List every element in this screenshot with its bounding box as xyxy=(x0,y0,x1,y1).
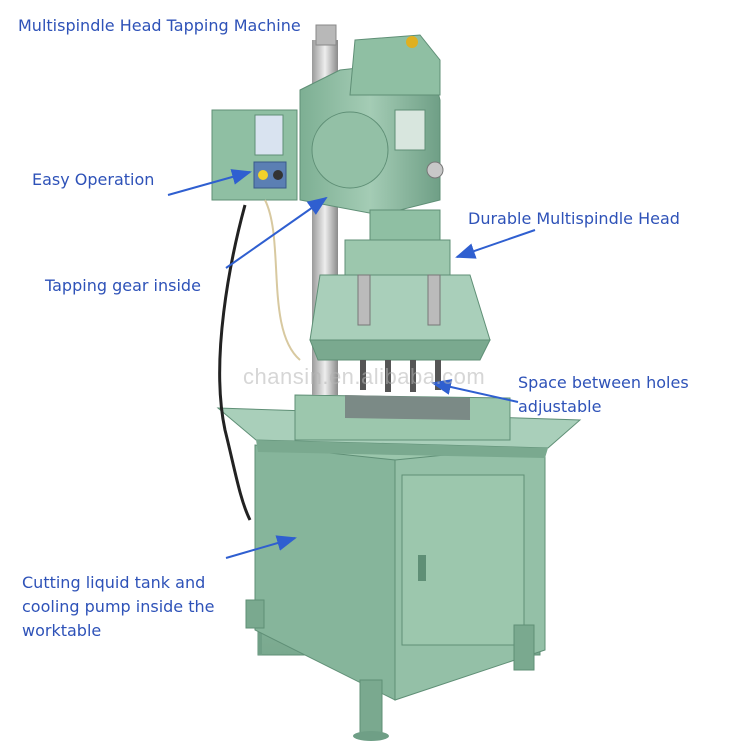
arrow-tapping-gear xyxy=(225,196,328,269)
oil-cap xyxy=(406,36,418,48)
t-slot-table xyxy=(345,395,470,420)
arrow-easy-operation xyxy=(167,169,252,196)
power-cable xyxy=(218,204,252,521)
watermark-text: chansin.en.alibaba.com xyxy=(243,364,486,389)
callout-easy-operation: Easy Operation xyxy=(32,170,155,189)
gear-housing xyxy=(311,111,389,189)
callout-durable-head: Durable Multispindle Head xyxy=(468,209,680,228)
callout-cutting-tank: Cutting liquid tank and cooling pump ins… xyxy=(22,573,215,640)
arrow-cutting-tank xyxy=(225,535,297,559)
multispindle-head xyxy=(309,209,491,392)
door-handle xyxy=(418,555,426,581)
control-box xyxy=(211,109,298,201)
arrow-durable-head xyxy=(455,229,536,259)
callout-space-holes: Space between holes adjustable xyxy=(518,373,689,416)
machine-head xyxy=(299,34,444,216)
worktable-cabinet xyxy=(245,444,546,741)
page-title: Multispindle Head Tapping Machine xyxy=(18,16,301,35)
callout-tapping-gear: Tapping gear inside xyxy=(45,276,201,295)
nameplate xyxy=(394,109,426,151)
arrow-space-holes xyxy=(431,379,519,403)
coolant-tray xyxy=(216,394,582,458)
